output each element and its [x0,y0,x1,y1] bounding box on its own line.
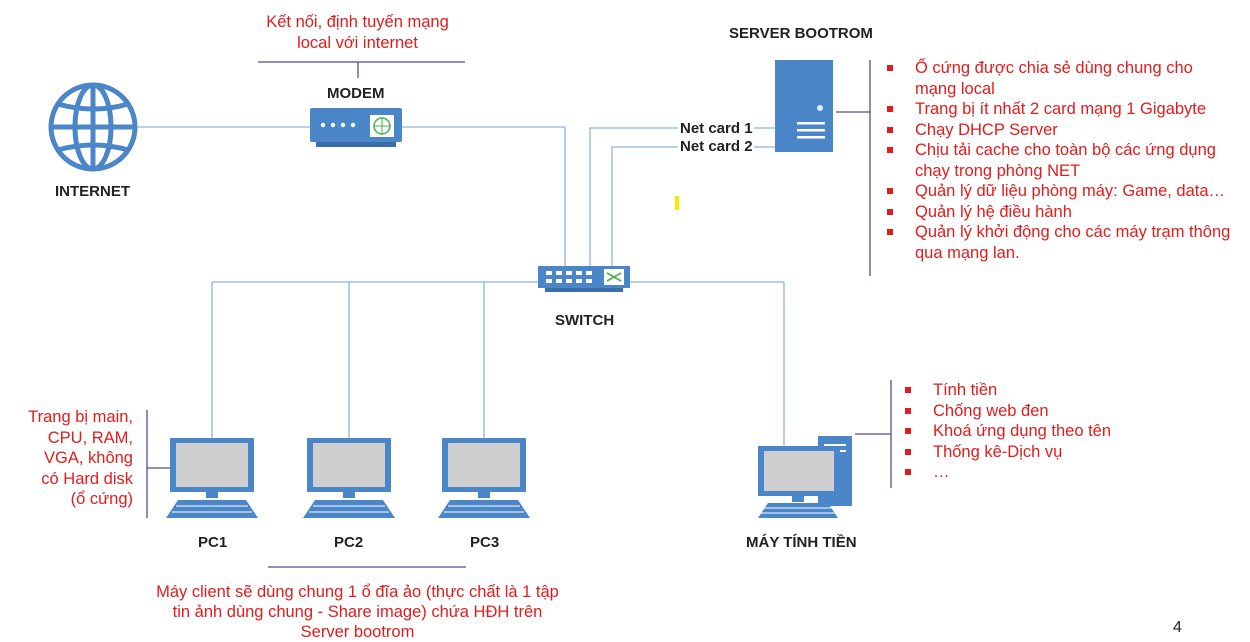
modem-icon [310,108,402,147]
cashier-feature-list: Tính tiền Chống web đen Khoá ứng dụng th… [905,380,1205,483]
connection-lines [138,126,785,446]
client-note-line: tin ảnh dùng chung - Share image) chứa H… [172,603,543,621]
client-note: Máy client sẽ dùng chung 1 ổ đĩa ảo (thự… [130,582,585,642]
modem-note: Kết nối, định tuyến mạng local với inter… [240,12,475,53]
globe-icon [48,82,138,172]
server-feature-item: Chạy DHCP Server [887,120,1237,141]
client-note-line: Server bootrom [300,623,415,641]
pc-spec-line: có Hard disk [41,469,133,488]
page-number: 4 [1173,619,1182,636]
server-feature-item: Ổ cứng được chia sẻ dùng chung cho mạng … [887,58,1237,99]
modem-note-line: Kết nối, định tuyến mạng [266,13,449,31]
cashier-feature-item: Thống kê-Dịch vụ [905,442,1205,463]
internet-label: INTERNET [55,183,130,200]
server-feature-item: Chịu tải cache cho toàn bộ các ứng dụng … [887,140,1237,181]
cashier-feature-item: Chống web đen [905,401,1205,422]
server-feature-item: Trang bị ít nhất 2 card mạng 1 Gigabyte [887,99,1237,120]
pc-spec-line: VGA, không [44,449,133,467]
bracket-lines [146,60,892,568]
pc1-computer-icon [166,438,258,518]
pc3-label: PC3 [470,534,500,551]
pc-spec-line: CPU, RAM, [47,428,133,447]
modem-label: MODEM [327,85,385,102]
server-feature-item: Quản lý dữ liệu phòng máy: Game, data… [887,181,1237,202]
cashier-feature-item: Khoá ứng dụng theo tên [905,421,1205,442]
client-note-line: Máy client sẽ dùng chung 1 ổ đĩa ảo (thự… [156,583,559,601]
pc-spec-line: (ổ cứng) [70,490,133,508]
cashier-feature-item: … [905,462,1205,483]
pc1-label: PC1 [198,534,228,551]
switch-label: SWITCH [555,312,615,329]
pc2-computer-icon [303,438,395,518]
pc-spec-line: Trang bị main, [28,408,133,426]
pc3-computer-icon [438,438,530,518]
cashier-label: MÁY TÍNH TIỀN [746,534,857,551]
text-cursor-marker [675,196,679,210]
server-feature-list: Ổ cứng được chia sẻ dùng chung cho mạng … [887,58,1237,263]
netcard2-label: Net card 2 [680,138,753,155]
netcard1-label: Net card 1 [680,120,753,137]
server-feature-item: Quản lý hệ điều hành [887,202,1237,223]
server-label: SERVER BOOTROM [729,25,873,42]
modem-note-line: local với internet [297,33,418,52]
server-icon [775,60,833,152]
pc-spec-note: Trang bị main, CPU, RAM, VGA, không có H… [8,407,133,510]
server-feature-item: Quản lý khởi động cho các máy trạm thông… [887,222,1237,263]
cashier-computer-icon [758,436,852,518]
cashier-feature-item: Tính tiền [905,380,1205,401]
switch-icon [538,266,630,292]
pc2-label: PC2 [334,534,364,551]
